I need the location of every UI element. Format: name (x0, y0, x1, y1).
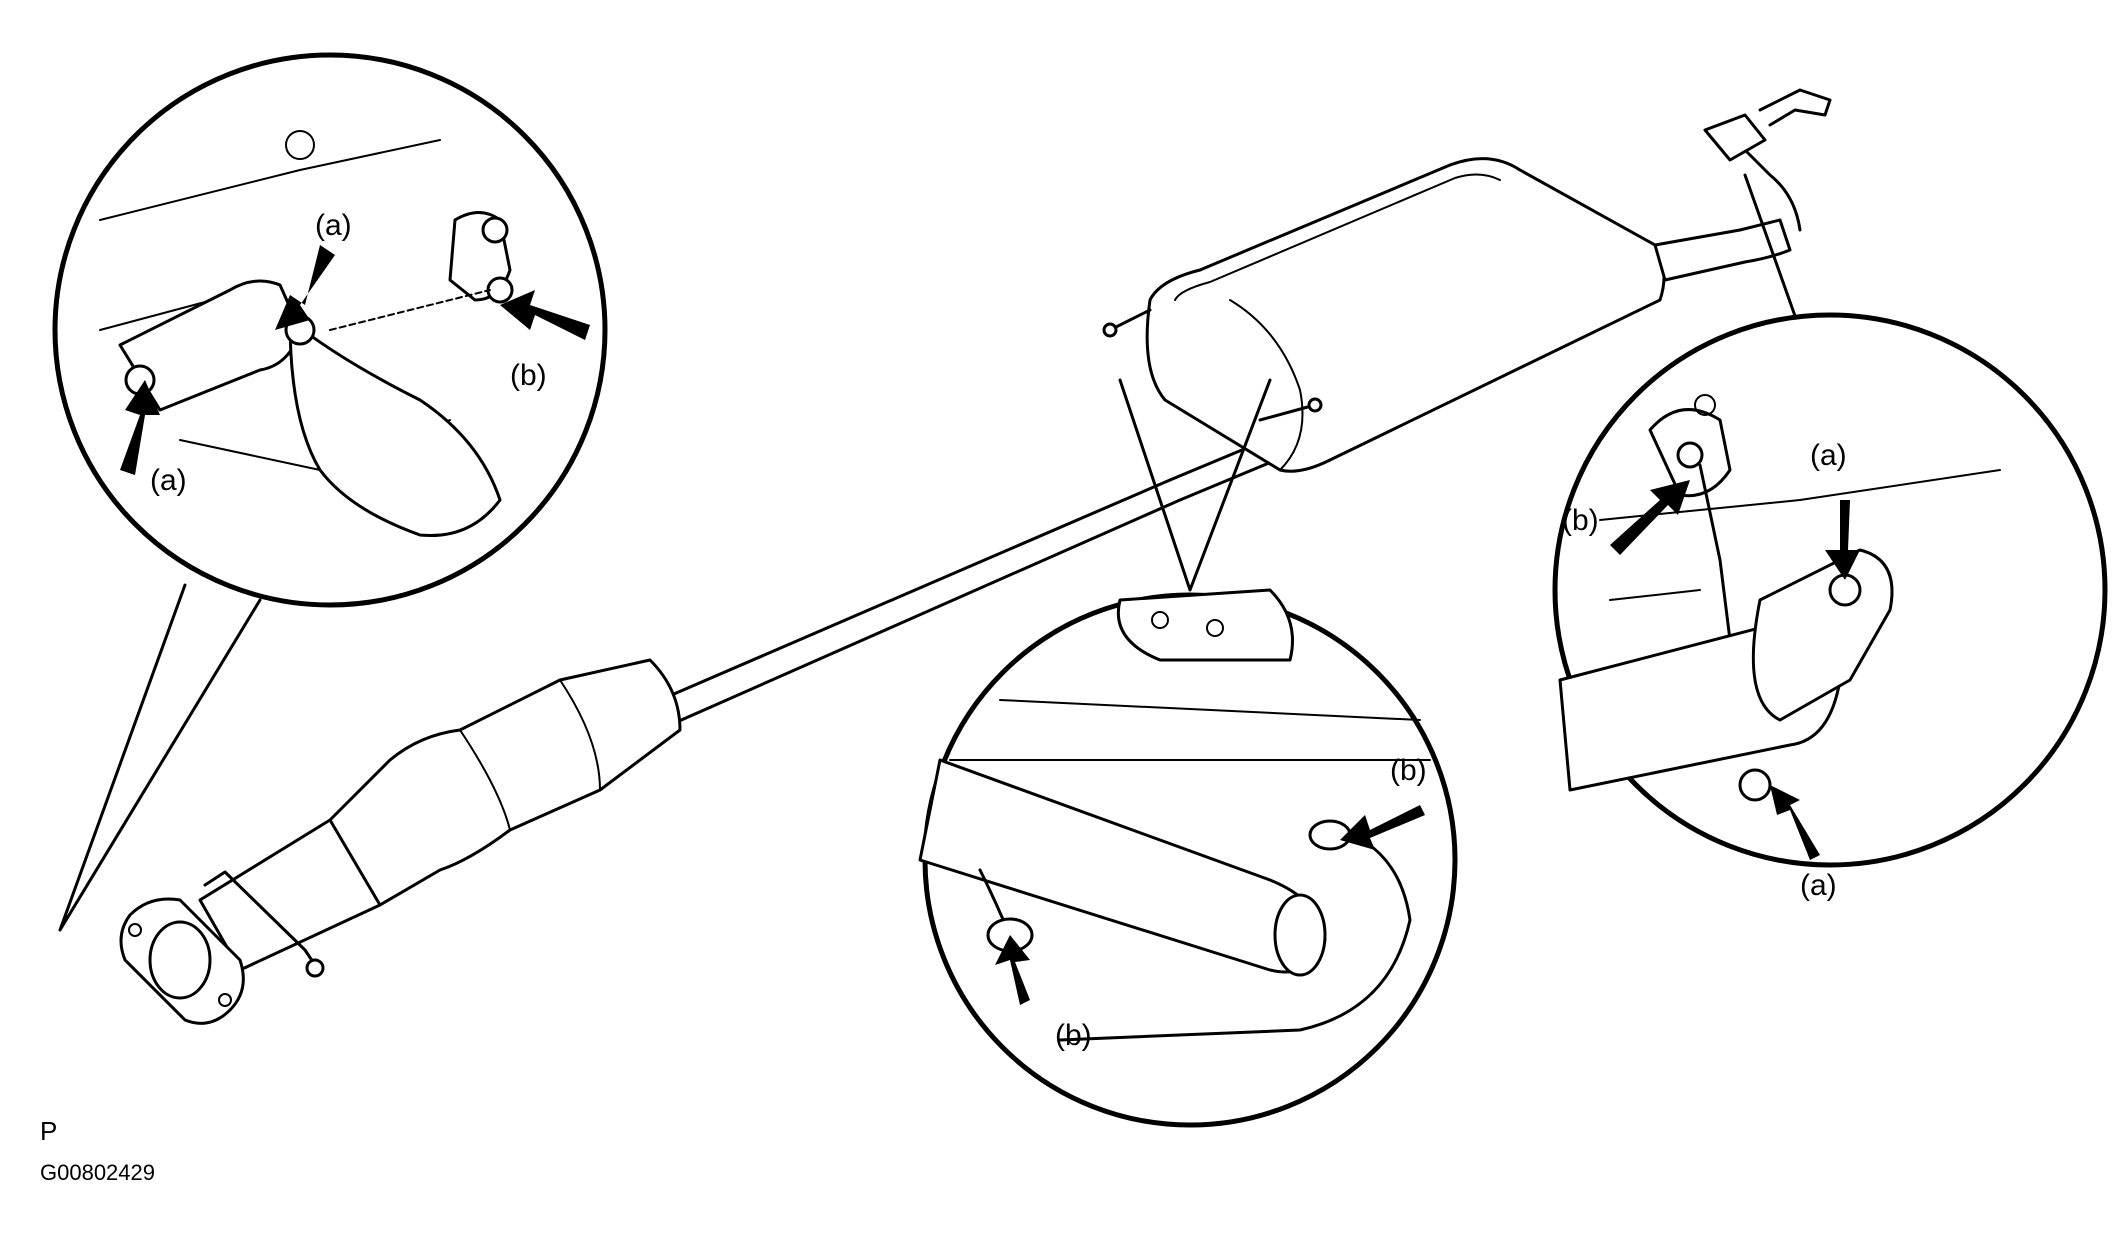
label-b-rear: (b) (1562, 504, 1599, 537)
arrow-b-middle-left (995, 935, 1030, 1005)
arrow-b-middle-right (1340, 805, 1425, 850)
label-b-front: (b) (510, 359, 547, 392)
tail-pipe (1653, 218, 1792, 282)
detail-tail-flange: (a) (b) (a) (1552, 312, 2108, 902)
arrow-a-rear-lower (1770, 785, 1820, 860)
detail-muffler-hangers: (b) (b) (918, 588, 1458, 1128)
muffler (1145, 157, 1666, 473)
label-a-front-upper: (a) (315, 209, 352, 242)
label-a-rear-upper: (a) (1810, 439, 1847, 472)
arrow-b-front (500, 290, 590, 340)
arrow-b-rear (1610, 480, 1690, 555)
tail-flange (1703, 113, 1767, 162)
arrow-a-lower (120, 380, 160, 475)
label-b-middle-left: (b) (1055, 1019, 1092, 1052)
label-b-middle-right: (b) (1390, 754, 1427, 787)
arrow-a-upper (275, 245, 335, 330)
label-a-rear-lower: (a) (1800, 869, 1837, 902)
view-letter: P (40, 1116, 57, 1146)
figure-code: G00802429 (40, 1160, 155, 1185)
exhaust-assembly (119, 88, 1832, 1025)
arrow-a-rear-upper (1825, 500, 1860, 580)
label-a-front-lower: (a) (150, 464, 187, 497)
detail-front-flange: (a) (b) (a) (52, 52, 608, 608)
catalytic-converter (328, 658, 682, 907)
